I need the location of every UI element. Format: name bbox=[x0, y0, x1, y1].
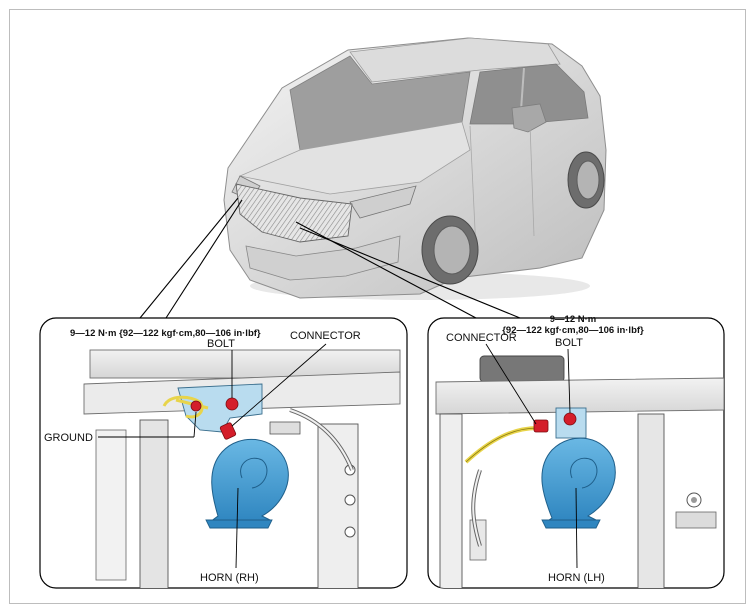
torque-spec-rh: 9—12 N·m {92—122 kgf·cm,80—106 in·lbf} bbox=[70, 328, 261, 339]
callout-leaders bbox=[139, 197, 521, 319]
bolt-label-rh: BOLT bbox=[207, 338, 235, 350]
panel-horn-rh: 9—12 N·m {92—122 kgf·cm,80—106 in·lbf} B… bbox=[39, 317, 408, 589]
connector-label-rh: CONNECTOR bbox=[290, 330, 361, 342]
figure-frame bbox=[9, 9, 746, 604]
torque-spec-lh-line2: {92—122 kgf·cm,80—106 in·lbf} bbox=[502, 325, 644, 336]
horn-lh-icon bbox=[541, 437, 616, 529]
connector-label-lh: CONNECTOR bbox=[446, 332, 517, 344]
ground-bolt-icon bbox=[190, 400, 202, 412]
ground-label: GROUND bbox=[44, 432, 93, 444]
bolt-label-lh: BOLT bbox=[555, 337, 583, 349]
right-label-leaders bbox=[485, 343, 578, 569]
torque-spec-lh-line1: 9—12 N·m bbox=[550, 314, 596, 325]
horn-label-lh: HORN (LH) bbox=[548, 572, 605, 584]
horn-label-rh: HORN (RH) bbox=[200, 572, 259, 584]
rear-wheel bbox=[567, 151, 605, 209]
panel-horn-lh: 9—12 N·m {92—122 kgf·cm,80—106 in·lbf} C… bbox=[427, 314, 725, 589]
horn-rh-icon bbox=[205, 438, 289, 529]
bolt-lh-icon bbox=[563, 412, 577, 426]
front-wheel bbox=[421, 215, 479, 285]
left-label-leaders bbox=[98, 343, 327, 569]
vehicle-illustration bbox=[223, 37, 607, 300]
bolt-rh-icon bbox=[225, 397, 239, 411]
